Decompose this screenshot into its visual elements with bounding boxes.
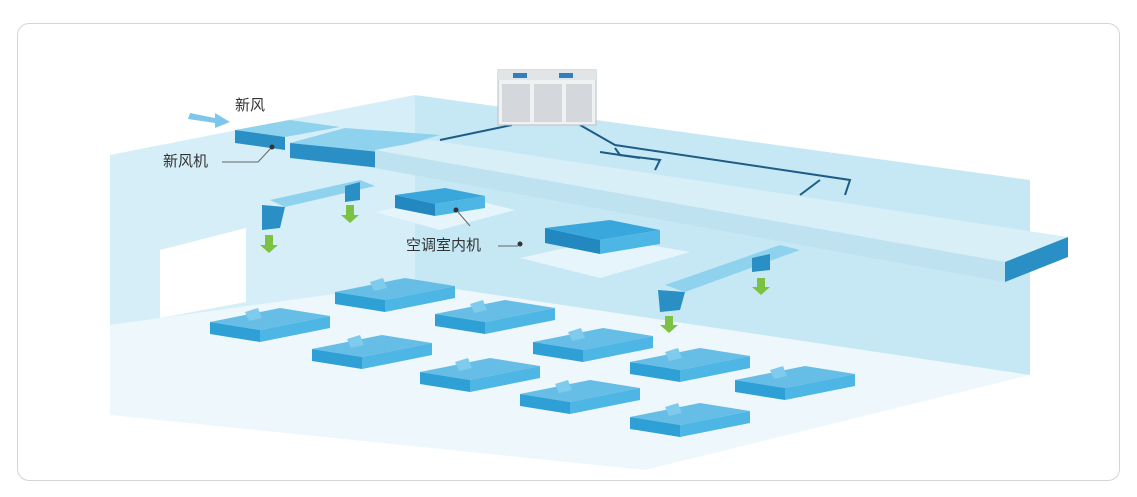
desk-group <box>210 278 855 437</box>
main-duct <box>375 140 1068 282</box>
ceiling-cassettes <box>375 188 690 278</box>
right-branch-duct <box>658 245 800 312</box>
fresh-air-arrow <box>188 113 230 128</box>
fresh-air-unit-box <box>235 120 440 168</box>
outdoor-unit <box>497 69 597 126</box>
label-indoor-ac-unit: 空调室内机 <box>406 236 482 254</box>
leader-dots <box>269 144 523 247</box>
doorway <box>160 228 246 318</box>
leader-lines <box>222 146 518 247</box>
label-fresh-air-unit: 新风机 <box>163 152 209 170</box>
airflow-arrows <box>260 205 770 333</box>
label-fresh-air: 新风 <box>235 96 266 114</box>
refrigerant-pipes <box>439 124 852 196</box>
left-branch-duct <box>262 180 375 230</box>
